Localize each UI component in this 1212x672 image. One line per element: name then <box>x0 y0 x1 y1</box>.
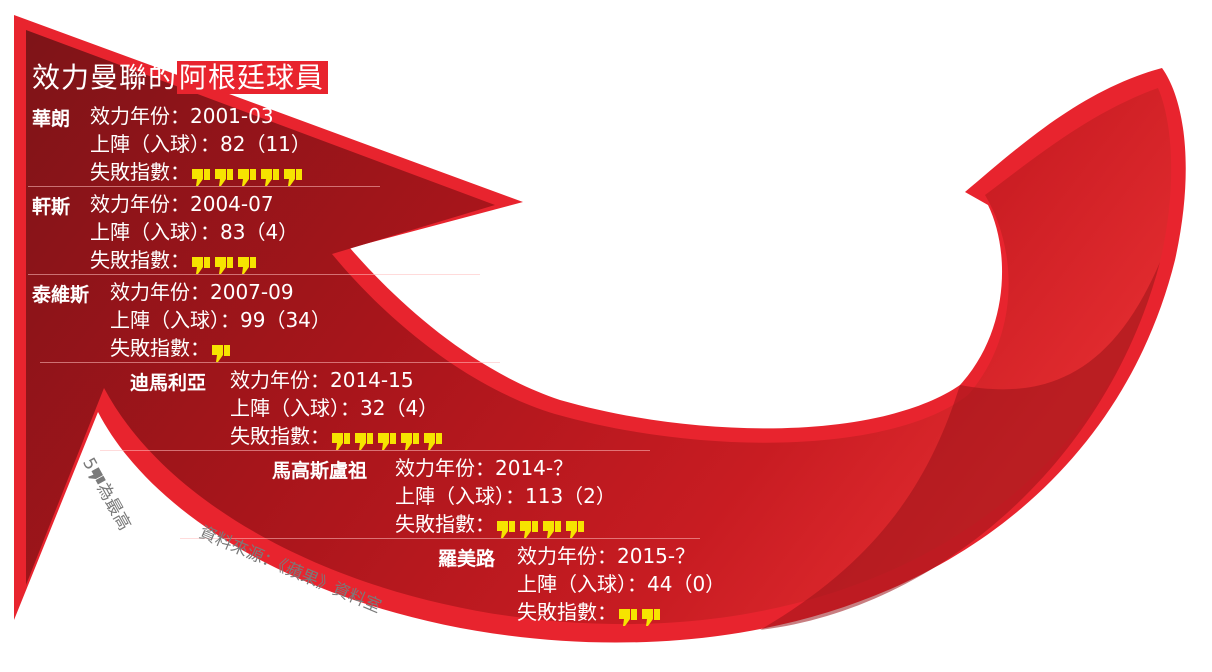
appearances-row: 上陣（入球）：83（4） <box>90 218 298 246</box>
flop-rating <box>190 160 305 188</box>
thumbs-down-icon <box>518 518 540 538</box>
row-label: 上陣（入球）： <box>90 132 220 156</box>
player-name: 迪馬利亞 <box>130 372 207 394</box>
row-label: 失敗指數： <box>90 160 190 184</box>
row-value: 2001-03 <box>190 104 274 128</box>
thumbs-down-icon <box>376 430 398 450</box>
thumbs-down-icon <box>190 254 212 274</box>
title-prefix: 效力曼聯的 <box>32 61 178 94</box>
thumbs-down-icon <box>353 430 375 450</box>
player-name: 華朗 <box>32 108 71 130</box>
years-row: 效力年份：2007-09 <box>110 278 294 306</box>
divider <box>40 362 500 363</box>
row-label: 上陣（入球）： <box>395 484 525 508</box>
thumbs-down-icon <box>617 606 639 626</box>
flop-rating <box>190 248 259 276</box>
thumbs-down-icon <box>282 166 304 186</box>
thumbs-down-icon <box>495 518 517 538</box>
thumbs-down-icon <box>213 166 235 186</box>
row-label: 失敗指數： <box>110 336 210 360</box>
thumbs-down-icon <box>190 166 212 186</box>
appearances-row: 上陣（入球）：32（4） <box>230 394 438 422</box>
divider <box>28 186 380 187</box>
row-label: 效力年份： <box>395 456 495 480</box>
flop-rating <box>210 336 233 364</box>
flop-index-row: 失敗指數： <box>517 598 663 628</box>
row-value: 2004-07 <box>190 192 274 216</box>
row-value: 99（34） <box>240 308 331 332</box>
flop-index-row: 失敗指數： <box>90 158 305 188</box>
player-name: 羅美路 <box>438 548 496 570</box>
thumbs-down-icon <box>236 254 258 274</box>
flop-rating <box>330 424 445 452</box>
flop-index-row: 失敗指數： <box>230 422 445 452</box>
flop-index-row: 失敗指數： <box>90 246 259 276</box>
row-label: 上陣（入球）： <box>517 572 647 596</box>
row-label: 失敗指數： <box>230 424 330 448</box>
divider <box>28 274 480 275</box>
thumbs-down-icon <box>210 342 232 362</box>
thumbs-down-icon <box>422 430 444 450</box>
thumbs-down-icon <box>330 430 352 450</box>
appearances-row: 上陣（入球）：82（11） <box>90 130 311 158</box>
appearances-row: 上陣（入球）：44（0） <box>517 570 725 598</box>
thumbs-down-icon <box>259 166 281 186</box>
years-row: 效力年份：2015-？ <box>517 542 695 570</box>
row-value: 2007-09 <box>210 280 294 304</box>
thumbs-down-icon <box>236 166 258 186</box>
years-row: 效力年份：2014-？ <box>395 454 573 482</box>
row-value: 113（2） <box>525 484 616 508</box>
appearances-row: 上陣（入球）：99（34） <box>110 306 331 334</box>
years-row: 效力年份：2014-15 <box>230 366 414 394</box>
row-value: 2014-？ <box>495 456 574 480</box>
flop-rating <box>617 600 663 628</box>
row-value: 83（4） <box>220 220 299 244</box>
row-label: 效力年份： <box>90 104 190 128</box>
page-title: 效力曼聯的阿根廷球員 <box>32 56 329 96</box>
player-name: 軒斯 <box>32 196 71 218</box>
row-label: 失敗指數： <box>395 512 495 536</box>
row-value: 2015-？ <box>617 544 696 568</box>
flop-rating <box>495 512 587 540</box>
player-name: 泰維斯 <box>32 284 90 306</box>
legend-note: 5為最高 <box>78 452 139 534</box>
row-label: 效力年份： <box>230 368 330 392</box>
row-label: 失敗指數： <box>90 248 190 272</box>
row-label: 效力年份： <box>90 192 190 216</box>
row-label: 上陣（入球）： <box>90 220 220 244</box>
years-row: 效力年份：2001-03 <box>90 102 274 130</box>
thumbs-down-icon <box>85 465 109 489</box>
divider <box>180 538 700 539</box>
thumbs-down-icon <box>213 254 235 274</box>
row-value: 2014-15 <box>330 368 414 392</box>
appearances-row: 上陣（入球）：113（2） <box>395 482 616 510</box>
flop-index-row: 失敗指數： <box>110 334 233 364</box>
thumbs-down-icon <box>399 430 421 450</box>
thumbs-down-icon <box>640 606 662 626</box>
title-highlight: 阿根廷球員 <box>177 61 329 94</box>
row-label: 上陣（入球）： <box>230 396 360 420</box>
row-label: 效力年份： <box>517 544 617 568</box>
flop-index-row: 失敗指數： <box>395 510 587 540</box>
player-name: 馬高斯盧祖 <box>272 460 368 482</box>
thumbs-down-icon <box>541 518 563 538</box>
row-value: 44（0） <box>647 572 726 596</box>
thumbs-down-icon <box>564 518 586 538</box>
divider <box>100 450 650 451</box>
row-value: 32（4） <box>360 396 439 420</box>
row-label: 失敗指數： <box>517 600 617 624</box>
row-label: 上陣（入球）： <box>110 308 240 332</box>
row-value: 82（11） <box>220 132 311 156</box>
row-label: 效力年份： <box>110 280 210 304</box>
years-row: 效力年份：2004-07 <box>90 190 274 218</box>
